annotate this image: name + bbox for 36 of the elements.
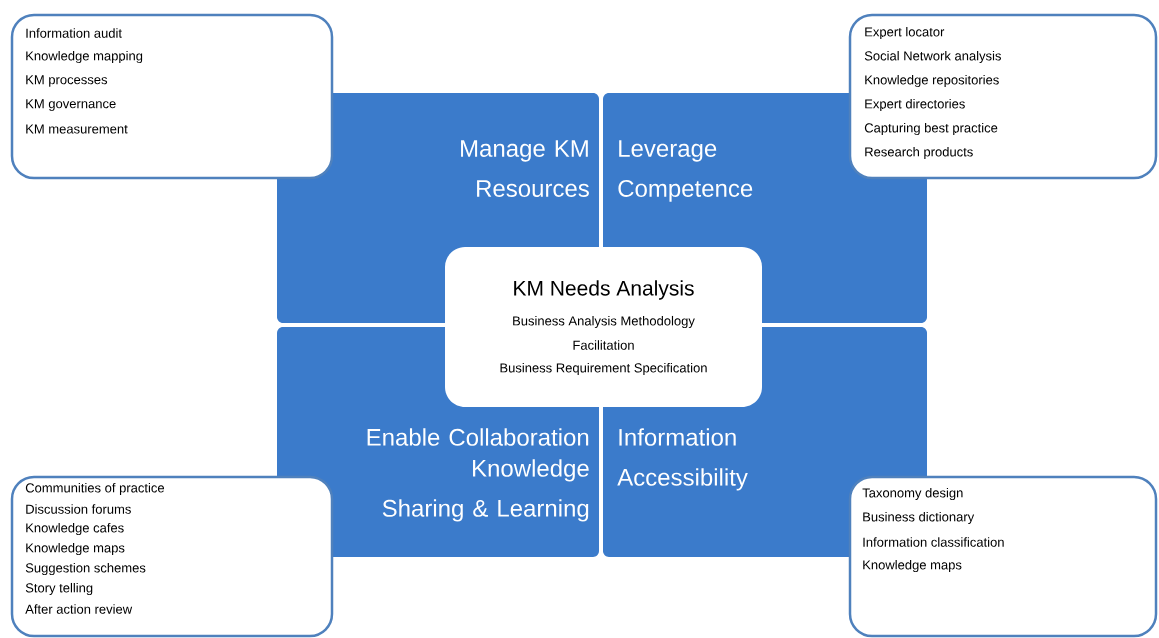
list-item: Information audit	[26, 28, 122, 38]
list-item: Capturing best practice	[864, 122, 998, 136]
list-box	[10, 13, 334, 180]
list-item: KM measurement	[26, 124, 128, 134]
center-line: Facilitation	[573, 340, 634, 350]
list-item: Knowledge cafes	[26, 522, 124, 536]
center-line: Business Analysis Methodology	[513, 315, 695, 329]
list-item: Suggestion schemes	[25, 562, 146, 576]
list-box	[848, 475, 1158, 638]
quadrant-heading: Knowledge Sharing & Learning	[382, 459, 589, 522]
quadrant-heading: Information Accessibility	[617, 428, 748, 491]
quadrant-heading: Leverage Competence	[618, 140, 753, 202]
center-line: Business Requirement Specification	[500, 362, 707, 376]
list-item: Expert directories	[865, 98, 965, 112]
list-item: Knowledge maps	[26, 542, 125, 556]
list-item: Communities of practice	[25, 482, 165, 496]
list-item: Knowledge maps	[863, 559, 962, 573]
list-item: Story telling	[25, 582, 93, 596]
list-item: After action review	[25, 604, 133, 614]
list-item: Knowledge repositories	[865, 74, 999, 88]
list-item: Information classification	[863, 537, 1004, 547]
list-item: Business dictionary	[863, 511, 975, 525]
quadrant-heading: Enable Collaboration	[367, 428, 589, 446]
list-item: KM processes	[26, 75, 108, 87]
center-title: KM Needs Analysis	[514, 280, 694, 300]
list-item: Discussion forums	[26, 504, 131, 514]
list-box	[10, 475, 334, 638]
list-item: Research products	[865, 146, 973, 160]
list-item: Taxonomy design	[862, 487, 963, 501]
list-item: Social Network analysis	[864, 50, 1001, 64]
center-box	[445, 247, 762, 407]
list-item: KM governance	[26, 99, 116, 111]
quadrant-heading: Manage KM Resources	[461, 140, 589, 197]
list-item: Knowledge mapping	[26, 50, 143, 64]
list-item: Expert locator	[865, 26, 945, 40]
list-box	[848, 13, 1158, 180]
